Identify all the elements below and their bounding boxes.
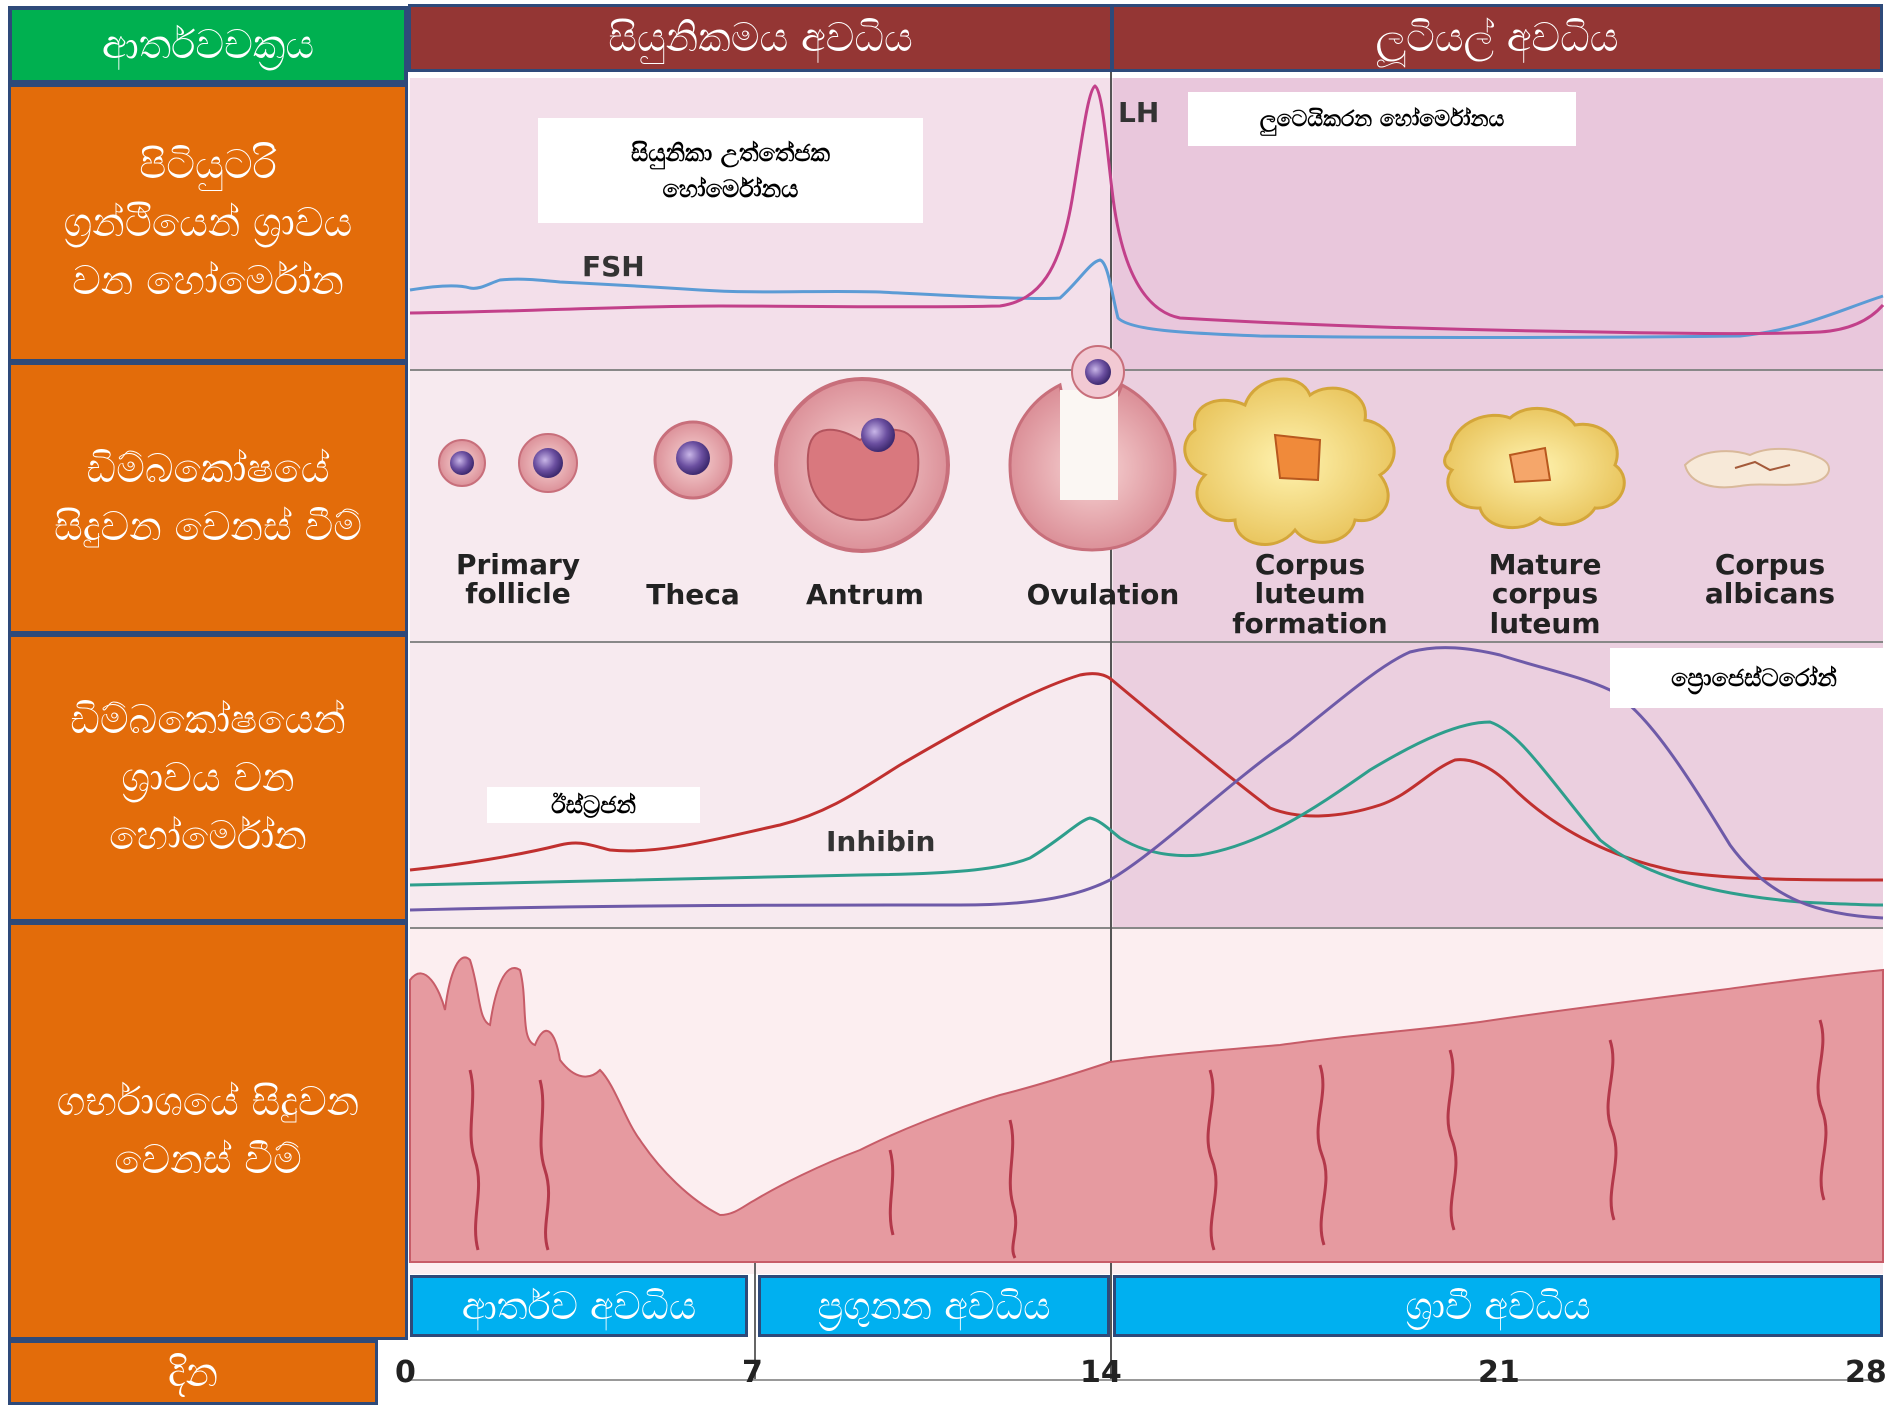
stage-label-corpus-luteum-formation: Corpus luteum formation [1210, 550, 1410, 638]
stage-label-ovulation: Ovulation [1008, 578, 1198, 611]
proliferative-phase-bar: ප්‍රගුනන අවධිය [758, 1275, 1110, 1337]
stage-corpus-luteum-formation [1185, 379, 1394, 544]
stage-label-corpus-albicans: Corpus albicans [1680, 550, 1860, 609]
stage-antrum [776, 379, 948, 551]
ovarian-hormone-panel-left [410, 642, 1113, 928]
secretory-phase-bar: ශ්‍රාවී අවධිය [1113, 1275, 1883, 1337]
menstrual-phase-bar: ආර්තව අවධිය [410, 1275, 748, 1337]
inhibin-curve-label: Inhibin [826, 825, 935, 858]
stage-label-theca: Theca [618, 578, 768, 611]
fsh-full-name: සියුනිකා උත්තේජක හෝර්මෝනය [631, 135, 830, 207]
lh-full-name: ලුටෙයිකරන හෝර්මෝනය [1260, 107, 1505, 132]
proliferative-phase-label: ප්‍රගුනන අවධිය [818, 1284, 1051, 1329]
stage-secondary-follicle [519, 434, 577, 492]
stage-corpus-albicans [1685, 449, 1829, 487]
day-label-28: 28 [1845, 1355, 1887, 1390]
fsh-curve-label: FSH [582, 250, 645, 283]
stage-theca [655, 422, 731, 498]
fsh-label-box: සියුනිකා උත්තේජක හෝර්මෝනය [538, 118, 923, 223]
day-label-7: 7 [742, 1355, 763, 1390]
day-label-21: 21 [1478, 1355, 1520, 1390]
estrogen-name: ඊස්ට්‍රජන් [551, 791, 636, 819]
stage-label-mature-corpus-luteum: Mature corpus luteum [1455, 550, 1635, 638]
lh-curve-label: LH [1118, 96, 1159, 129]
day-label-14: 14 [1080, 1355, 1122, 1390]
estrogen-label-box: ඊස්ට්‍රජන් [487, 787, 700, 823]
stage-primary-follicle [439, 440, 485, 486]
menstrual-phase-label: ආර්තව අවධිය [462, 1284, 696, 1329]
lh-label-box: ලුටෙයිකරන හෝර්මෝනය [1188, 92, 1576, 146]
progesterone-name: ප්‍රොජෙස්ටරෝන් [1671, 664, 1837, 692]
stage-label-primary-follicle: Primary follicle [428, 550, 608, 609]
day-label-0: 0 [395, 1355, 416, 1390]
stage-label-antrum: Antrum [780, 578, 950, 611]
secretory-phase-label: ශ්‍රාවී අවධිය [1405, 1284, 1590, 1329]
progesterone-label-box: ප්‍රොජෙස්ටරෝන් [1610, 648, 1898, 708]
